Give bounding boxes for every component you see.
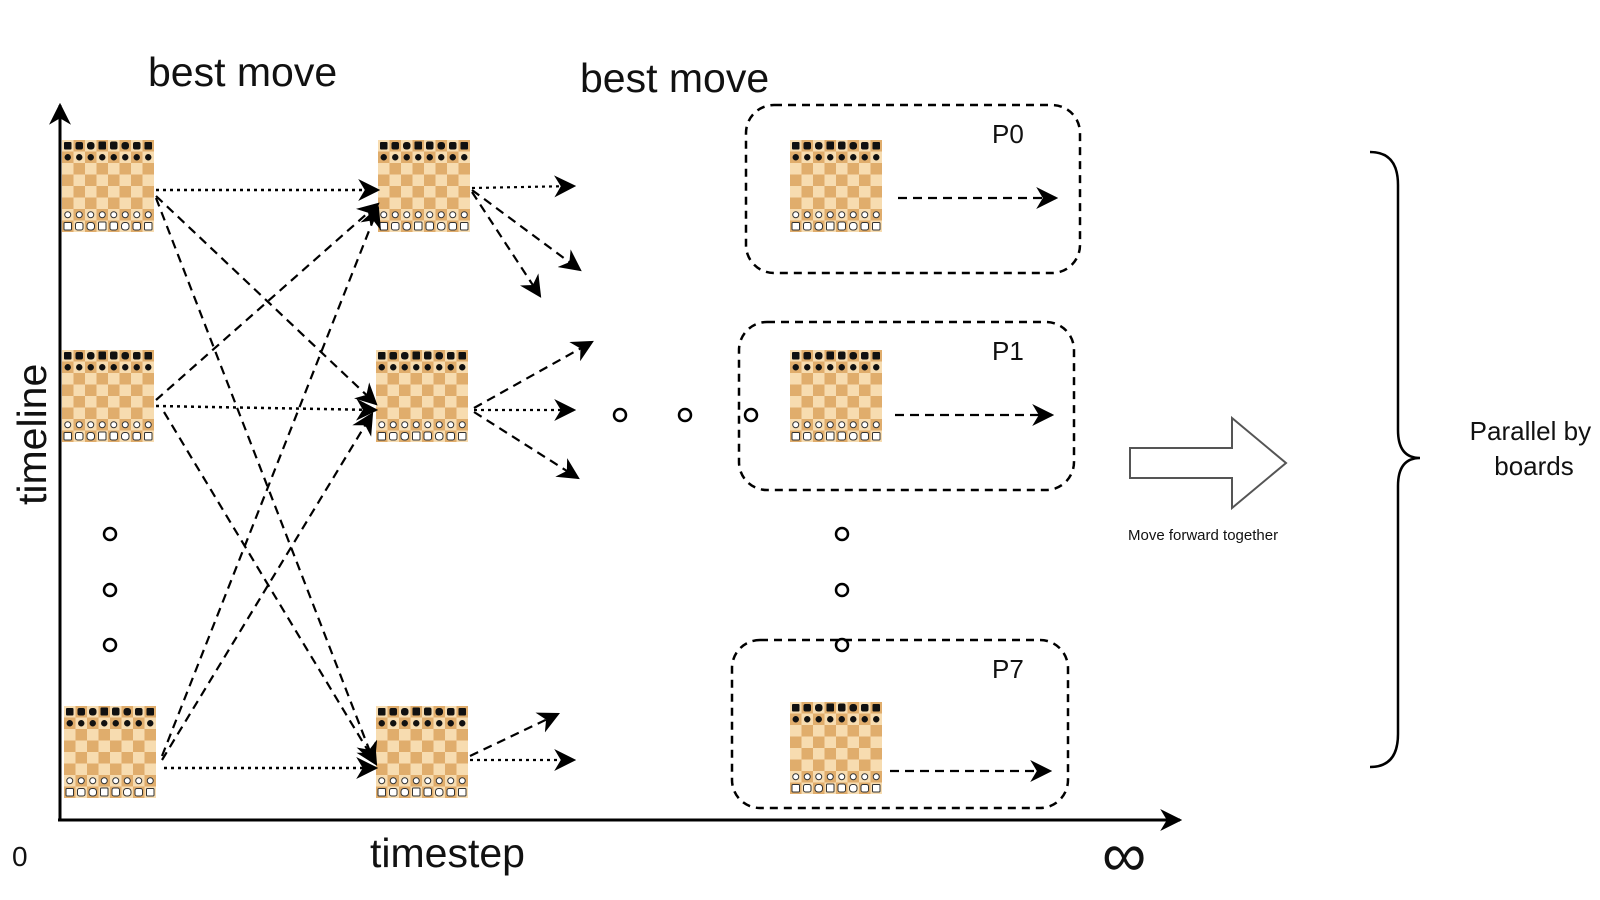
ellipsis-dot bbox=[834, 582, 850, 598]
processor-box-p1 bbox=[737, 320, 1076, 492]
infinity-label: ∞ bbox=[1102, 821, 1146, 890]
block-arrow-right-icon bbox=[1129, 415, 1288, 511]
chess-board-icon bbox=[61, 349, 155, 443]
best-move-label-2: best move bbox=[580, 55, 769, 101]
chess-board-icon bbox=[789, 139, 883, 233]
ellipsis-dot bbox=[834, 526, 850, 542]
cross-arrow bbox=[155, 202, 380, 401]
y-axis-label: timeline bbox=[9, 364, 55, 505]
ellipsis-dot bbox=[677, 407, 693, 423]
chess-board-icon bbox=[789, 349, 883, 443]
ellipsis-dot bbox=[743, 407, 759, 423]
ellipsis-dot bbox=[102, 526, 118, 542]
parallel-label-line2: boards bbox=[1494, 451, 1574, 481]
cross-arrow bbox=[155, 195, 378, 406]
chess-board-icon bbox=[61, 139, 155, 233]
fanout-arrow bbox=[469, 712, 560, 757]
move-forward-caption: Move forward together bbox=[1128, 527, 1278, 544]
best-move-label-1: best move bbox=[148, 49, 337, 95]
processor-label-p0: P0 bbox=[992, 119, 1024, 149]
chess-board-icon bbox=[375, 349, 469, 443]
fanout-arrow bbox=[473, 411, 580, 480]
chess-board-icon bbox=[789, 701, 883, 795]
parallel-label: Parallel by boards bbox=[1470, 416, 1599, 481]
ellipsis-dots bbox=[102, 407, 850, 653]
ellipsis-dot bbox=[102, 582, 118, 598]
ellipsis-dot bbox=[102, 637, 118, 653]
parallel-label-line1: Parallel by bbox=[1470, 416, 1591, 446]
processor-box-p0 bbox=[744, 103, 1082, 275]
processor-label-p7: P7 bbox=[992, 654, 1024, 684]
fanout-arrow bbox=[471, 175, 577, 198]
chess-board-icon bbox=[377, 139, 471, 233]
best-move-arrows bbox=[155, 179, 381, 779]
processor-box-p7 bbox=[730, 638, 1070, 810]
fanout-arrow bbox=[471, 189, 582, 272]
fanout-arrows bbox=[469, 175, 594, 771]
fanout-arrow bbox=[471, 191, 542, 298]
x-axis-label: timestep bbox=[370, 830, 525, 876]
axes bbox=[49, 102, 1183, 831]
processor-groups bbox=[730, 103, 1082, 810]
cross-arrow bbox=[154, 197, 378, 765]
chess-board-icon bbox=[63, 705, 157, 799]
cross-arrow bbox=[163, 411, 378, 766]
cross-arrow bbox=[161, 412, 374, 761]
right-curly-brace-icon bbox=[1369, 150, 1421, 769]
chess-board-icon bbox=[375, 705, 469, 799]
ellipsis-dot bbox=[612, 407, 628, 423]
best-move-arrow bbox=[155, 398, 379, 421]
ellipsis-dot bbox=[834, 637, 850, 653]
processor-label-p1: P1 bbox=[992, 336, 1024, 366]
cross-arrows bbox=[154, 195, 381, 766]
cross-arrow bbox=[160, 205, 381, 757]
origin-label: 0 bbox=[12, 841, 28, 872]
fanout-arrow bbox=[473, 340, 594, 409]
processor-arrows bbox=[890, 187, 1059, 782]
